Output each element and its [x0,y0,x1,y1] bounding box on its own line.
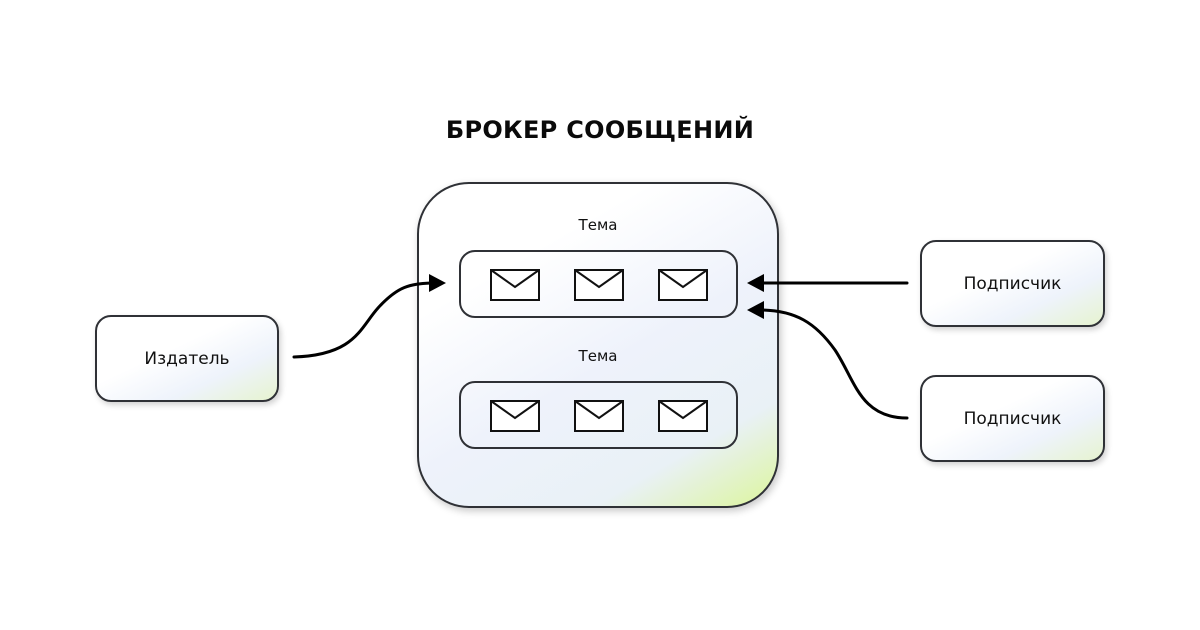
diagram-title: БРОКЕР СООБЩЕНИЙ [445,116,755,144]
topic-queue-1[interactable] [459,250,738,318]
subscriber-label: Подписчик [963,273,1062,294]
envelope-icon [574,269,624,301]
publisher-node[interactable]: Издатель [95,315,279,402]
topic-label: Тема [578,216,618,234]
topic-queue-2[interactable] [459,381,738,449]
topic-label: Тема [578,347,618,365]
subscriber2-to-topic-arrow [761,308,909,420]
envelope-icon [574,400,624,432]
envelope-icon [490,269,540,301]
subscriber-node-2[interactable]: Подписчик [920,375,1105,462]
envelope-icon [490,400,540,432]
envelope-icon [658,400,708,432]
envelope-icon [658,269,708,301]
subscriber-label: Подписчик [963,408,1062,429]
publisher-to-topic-arrow [292,281,433,359]
publisher-label: Издатель [144,348,230,369]
subscriber-node-1[interactable]: Подписчик [920,240,1105,327]
message-broker: Тема Тема [417,182,779,508]
